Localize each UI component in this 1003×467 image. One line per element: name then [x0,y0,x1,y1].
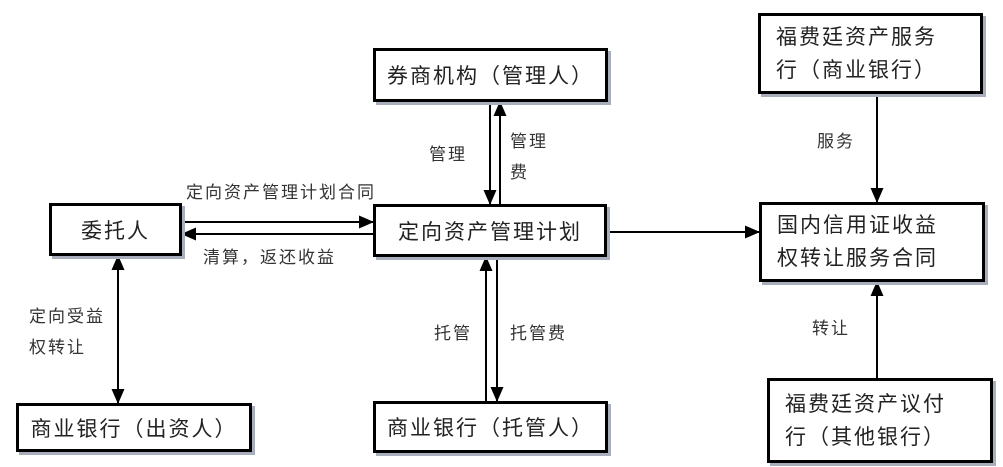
service-bank-label-line2: 行（商业银行） [776,57,937,82]
custody-edge-label: 托管 [434,324,472,343]
service-bank-label-line1: 福费廷资产服务 [776,24,937,49]
plan-contract-edge-label: 定向资产管理计划合同 [186,183,376,202]
settlement-edge-label: 清算，返还收益 [203,248,336,267]
beneficiary-transfer-edge-label: 定向受益 权转让 [29,301,105,363]
plan-label: 定向资产管理计划 [398,219,582,244]
service-edge-label: 服务 [817,132,855,151]
negotiating-bank-label-line1: 福费廷资产议付 [785,391,946,416]
contract-node: 国内信用证收益 权转让服务合同 [759,202,985,282]
funder-label: 商业银行（出资人） [30,416,238,441]
manage-fee-line2: 费 [510,163,529,182]
broker-label: 券商机构（管理人） [387,64,594,88]
service-bank-node: 福费廷资产服务 行（商业银行） [758,13,983,94]
manage-edge-label: 管理 [429,145,467,164]
custodian-label: 商业银行（托管人） [387,416,594,440]
contract-label-line2: 权转让服务合同 [777,246,938,270]
negotiating-bank-node: 福费廷资产议付 行（其他银行） [767,378,993,463]
funder-node: 商业银行（出资人） [16,403,252,452]
manage-fee-edge-label: 管理 费 [510,126,548,188]
custodian-node: 商业银行（托管人） [373,401,608,453]
beneficiary-transfer-line2: 权转让 [29,338,86,357]
contract-label-line1: 国内信用证收益 [777,213,938,237]
negotiating-bank-label-line2: 行（其他银行） [785,424,946,449]
beneficiary-transfer-line1: 定向受益 [29,307,105,326]
manage-fee-line1: 管理 [510,132,548,151]
transfer-edge-label: 转让 [812,319,850,338]
client-node: 委托人 [49,203,182,256]
custody-fee-edge-label: 托管费 [510,324,567,343]
client-label: 委托人 [81,218,150,243]
plan-node: 定向资产管理计划 [373,204,607,257]
broker-node: 券商机构（管理人） [373,48,608,102]
